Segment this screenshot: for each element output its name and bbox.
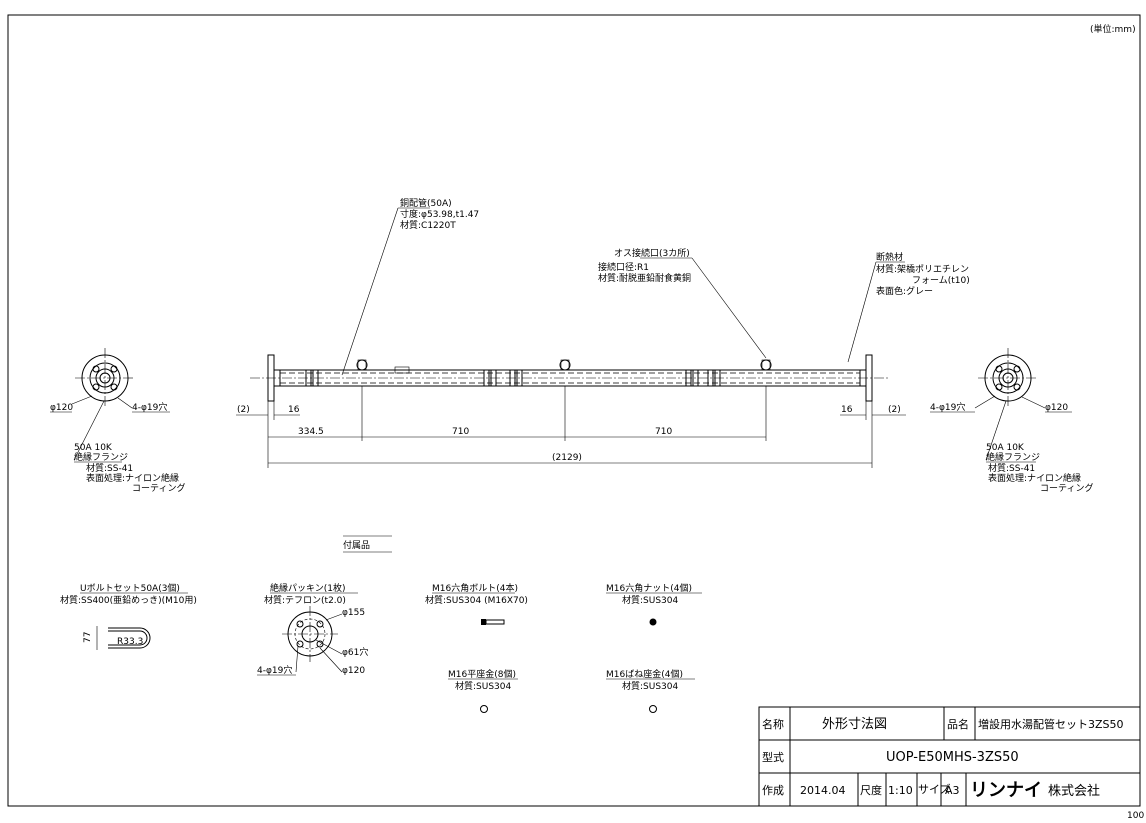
title-item-value: 増設用水湯配管セット3ZS50 — [978, 717, 1124, 731]
right-flange-spec: 50A 10K — [986, 443, 1025, 453]
dim-gap-left: (2) — [237, 405, 250, 415]
company-suffix: 株式会社 — [1048, 783, 1100, 799]
title-name-label: 名称 — [762, 717, 784, 731]
left-flange-finish2: コーティング — [132, 482, 185, 494]
ubolt-dim-a: 77 — [83, 632, 93, 643]
gasket-inner-dia: φ61穴 — [342, 646, 368, 658]
left-flange-spec: 50A 10K — [74, 443, 113, 453]
right-flange-dia: φ120 — [1045, 403, 1068, 413]
accessories-heading: 付属品 — [343, 540, 370, 551]
right-flange-finish1: 表面処理:ナイロン絶縁 — [988, 472, 1081, 484]
title-made-value: 2014.04 — [800, 784, 846, 797]
left-flange-name: 絶縁フランジ — [74, 451, 128, 463]
dim-gap-right: (2) — [888, 405, 901, 415]
right-flange-mat: 材質:SS-41 — [988, 462, 1035, 474]
dim-end-left: 16 — [288, 405, 300, 415]
insul-callout-line2: フォーム(t10) — [912, 275, 970, 286]
bolt-material: 材質:SUS304 (M16X70) — [425, 594, 528, 606]
port-callout-line2: 材質:耐脱亜鉛耐食黄銅 — [598, 272, 691, 284]
gasket-drawing — [282, 606, 343, 673]
dim-segment-2: 710 — [452, 427, 469, 437]
left-flange-view — [71, 348, 135, 461]
title-model-value: UOP-E50MHS-3ZS50 — [886, 750, 1019, 765]
pipe-callout-title: 銅配管(50A) — [400, 197, 452, 209]
gasket-outer-dia: φ155 — [342, 608, 365, 618]
pipe-callout-line2: 材質:C1220T — [400, 219, 456, 231]
bolt-drawing — [481, 619, 505, 625]
corner-code: 100 — [1127, 811, 1144, 821]
ubolt-drawing — [96, 626, 151, 650]
title-scale-value: 1:10 — [888, 784, 913, 797]
nut-material: 材質:SUS304 — [622, 594, 678, 606]
right-flange-name: 絶縁フランジ — [986, 451, 1040, 463]
insul-callout-line3: 表面色:グレー — [876, 285, 933, 297]
washer-title: M16平座金(8個) — [448, 668, 516, 680]
gasket-title: 絶縁パッキン(1枚) — [270, 582, 345, 594]
title-block: 名称 外形寸法図 品名 増設用水湯配管セット3ZS50 型式 UOP-E50MH… — [758, 706, 1141, 807]
left-flange-finish1: 表面処理:ナイロン絶縁 — [86, 472, 179, 484]
left-flange-holes: 4-φ19穴 — [132, 401, 167, 413]
washer-drawing — [480, 705, 488, 713]
ubolt-material: 材質:SS400(亜鉛めっき)(M10用) — [60, 594, 197, 606]
washer-material: 材質:SUS304 — [455, 680, 511, 692]
right-flange-finish2: コーティング — [1040, 482, 1093, 494]
ubolt-dim-r: R33.3 — [117, 637, 143, 647]
title-item-label: 品名 — [947, 717, 969, 731]
gasket-material: 材質:テフロン(t2.0) — [264, 594, 346, 606]
left-flange-mat: 材質:SS-41 — [86, 462, 133, 474]
left-flange-dia: φ120 — [50, 403, 73, 413]
port-callout-line1: 接続口径:R1 — [598, 261, 649, 273]
drawing-border — [7, 14, 1141, 807]
dim-end-right: 16 — [841, 405, 853, 415]
dim-total: (2129) — [552, 453, 582, 463]
nut-title: M16六角ナット(4個) — [606, 582, 692, 594]
insul-callout-line1: 材質:架橋ポリエチレン — [876, 263, 969, 275]
spring-washer-title: M16ばね座金(4個) — [606, 668, 683, 680]
spring-washer-material: 材質:SUS304 — [622, 680, 678, 692]
pipe-callout-line1: 寸度:φ53.98,t1.47 — [400, 208, 479, 220]
unit-note: (単位:mm) — [1090, 23, 1136, 35]
dim-segment-3: 710 — [655, 427, 672, 437]
gasket-pcd: φ120 — [342, 666, 365, 676]
right-flange-view — [974, 348, 1046, 461]
title-size-label: サイズ — [918, 782, 951, 796]
ubolt-title: Uボルトセット50A(3個) — [80, 582, 180, 594]
pipe-side-view — [236, 207, 906, 468]
title-scale-label: 尺度 — [860, 783, 882, 797]
title-name-value: 外形寸法図 — [822, 717, 887, 732]
company-logo: リンナイ — [970, 780, 1042, 801]
gasket-holes: 4-φ19穴 — [257, 664, 292, 676]
port-callout-title: オス接続口(3カ所) — [614, 247, 690, 259]
spring-washer-drawing — [649, 705, 657, 713]
title-made-label: 作成 — [762, 784, 784, 797]
nut-drawing — [649, 618, 657, 626]
title-model-label: 型式 — [762, 750, 784, 764]
title-size-value: A3 — [945, 784, 960, 797]
right-flange-holes: 4-φ19穴 — [930, 401, 965, 413]
insul-callout-title: 断熱材 — [876, 251, 903, 263]
dim-segment-1: 334.5 — [298, 427, 324, 437]
bolt-title: M16六角ボルト(4本) — [432, 582, 518, 594]
